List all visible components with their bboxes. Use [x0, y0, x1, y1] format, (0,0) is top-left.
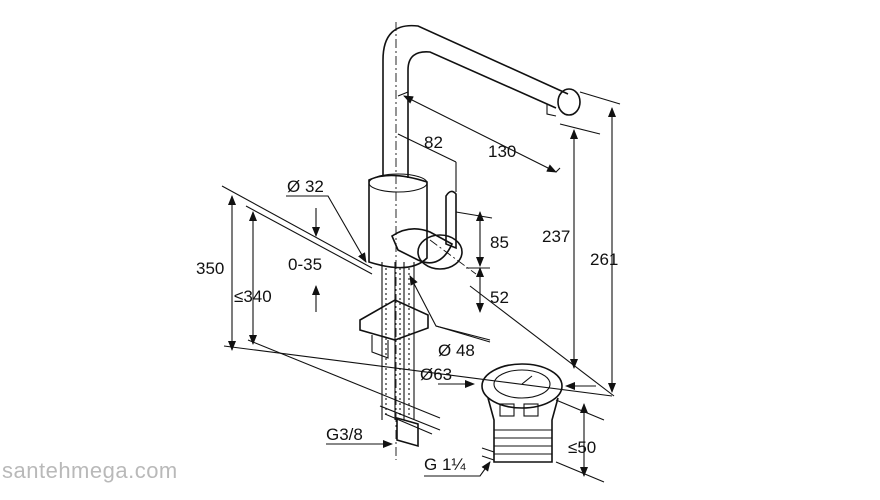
label-261: 261	[590, 250, 618, 269]
label-max-340: ≤340	[234, 287, 272, 306]
label-waste-thread: G 1¼	[424, 455, 466, 474]
label-82: 82	[424, 133, 443, 152]
dimension-labels: 82 130 237 261 85 52 Ø 32 Ø 48 0-35 350 …	[196, 133, 618, 474]
label-52: 52	[490, 288, 509, 307]
label-350: 350	[196, 259, 224, 278]
label-diameter-63: Ø63	[420, 365, 452, 384]
label-waste-height: ≤50	[568, 438, 596, 457]
waste-valve	[481, 363, 563, 463]
label-diameter-48: Ø 48	[438, 341, 475, 360]
faucet-body	[359, 24, 581, 448]
label-237: 237	[542, 227, 570, 246]
dimension-lines	[221, 91, 621, 483]
label-diameter-32: Ø 32	[287, 177, 324, 196]
label-85: 85	[490, 233, 509, 252]
label-130: 130	[488, 142, 516, 161]
watermark: santehmega.com	[2, 458, 178, 483]
label-supply-thread: G3/8	[326, 425, 363, 444]
label-deck-thickness: 0-35	[288, 255, 322, 274]
